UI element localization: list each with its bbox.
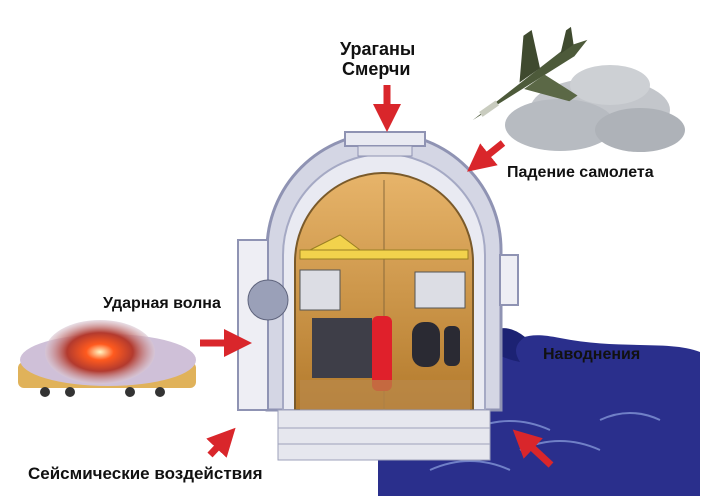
arrow-floods (512, 429, 554, 468)
label-floods: Наводнения (543, 346, 641, 363)
label-tornadoes: Смерчи (342, 59, 411, 79)
explosion-icon (18, 320, 196, 397)
reactor-building (237, 131, 519, 461)
threat-arrows (200, 85, 554, 468)
airplane-icon (472, 26, 588, 121)
label-hurricanes: Ураганы (340, 39, 416, 59)
arrow-seismic (206, 427, 236, 458)
label-plane-crash: Падение самолета (507, 164, 654, 181)
label-seismic: Сейсмические воздействия (28, 464, 263, 483)
arrow-plane-crash (467, 140, 506, 172)
label-shock-wave: Ударная волна (103, 295, 221, 312)
